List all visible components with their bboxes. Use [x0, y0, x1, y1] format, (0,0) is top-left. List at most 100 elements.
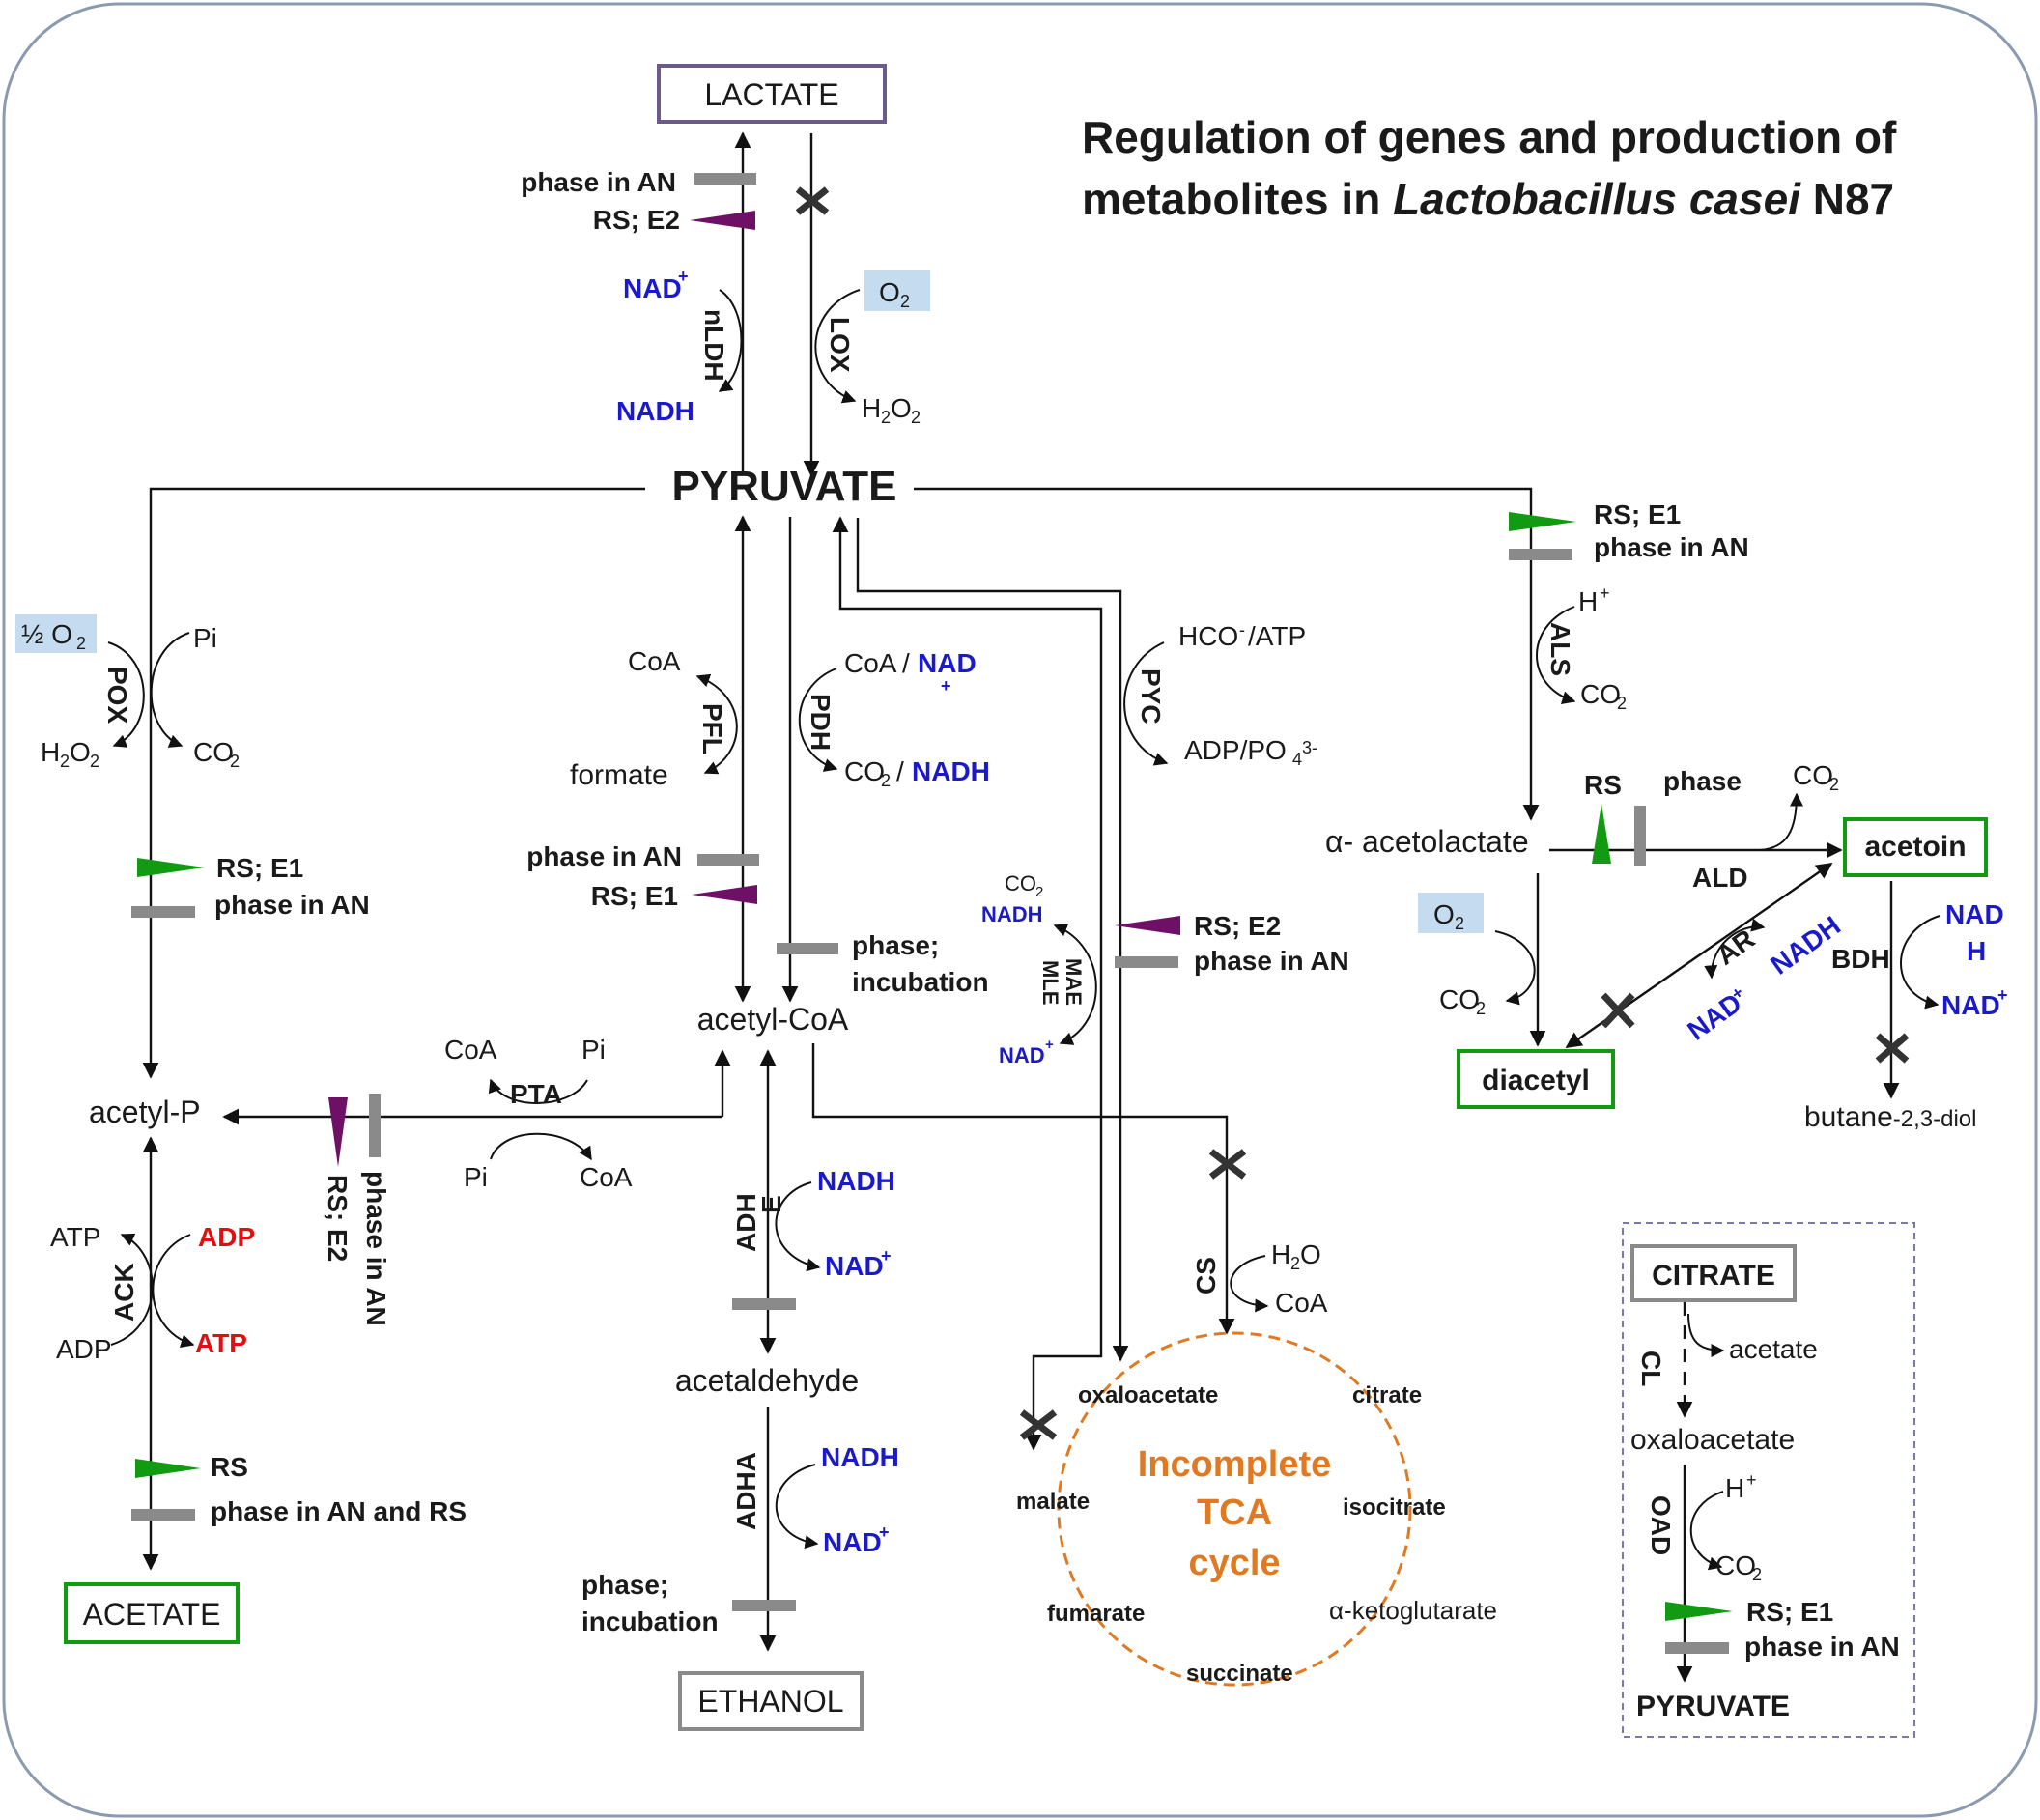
svg-text:incubation: incubation	[852, 967, 989, 997]
svg-text:CO: CO	[844, 756, 885, 786]
svg-text:H: H	[862, 393, 881, 423]
svg-text:RS; E1: RS; E1	[1746, 1597, 1833, 1627]
svg-text:O: O	[70, 737, 91, 767]
svg-text:ADP: ADP	[198, 1222, 255, 1252]
svg-text:NADH: NADH	[817, 1166, 895, 1196]
ethanol-box	[678, 1671, 864, 1731]
svg-text:CoA: CoA	[628, 646, 681, 676]
citrate-box	[1630, 1244, 1797, 1302]
svg-text:½ O: ½ O	[21, 619, 72, 649]
citrate-label: CITRATE	[1652, 1260, 1775, 1292]
svg-text:CoA: CoA	[444, 1035, 497, 1065]
svg-text:2: 2	[911, 408, 921, 427]
reg-label: phase in AN	[521, 167, 676, 197]
svg-text:CoA: CoA	[844, 648, 897, 678]
enzyme-nldh: nLDH	[699, 309, 729, 382]
svg-text:RS; E2: RS; E2	[1194, 911, 1281, 941]
svg-text:2: 2	[1829, 775, 1839, 794]
diacetyl-label: diacetyl	[1482, 1065, 1590, 1096]
enzyme-pfl: PFL	[697, 703, 727, 754]
diagram-title-line1: Regulation of genes and production of	[1082, 112, 1897, 162]
svg-text:CoA: CoA	[580, 1162, 633, 1192]
diacetyl-box	[1457, 1049, 1615, 1109]
svg-text:Incomplete: Incomplete	[1138, 1444, 1332, 1485]
o2-box	[864, 270, 930, 311]
svg-text:α-ketoglutarate: α-ketoglutarate	[1329, 1596, 1497, 1625]
cofactor-nadh: NADH	[616, 396, 694, 426]
svg-text:NADH: NADH	[912, 756, 990, 786]
ethanol-label: ETHANOL	[697, 1684, 843, 1719]
svg-text:NAD: NAD	[1945, 899, 2004, 929]
svg-text:isocitrate: isocitrate	[1343, 1494, 1446, 1521]
svg-text:H: H	[1271, 1239, 1290, 1269]
svg-text:+: +	[1746, 1470, 1757, 1490]
activation-wedge	[137, 858, 205, 877]
svg-text:H: H	[41, 737, 60, 767]
enzyme-pox: POX	[102, 667, 132, 724]
butanediol-label: butane-2,3-diol	[1804, 1101, 1976, 1133]
acetyl-p-label: acetyl-P	[89, 1095, 201, 1129]
svg-text:NAD: NAD	[999, 1043, 1045, 1067]
acetolactate-label: α- acetolactate	[1325, 824, 1529, 859]
svg-text:+: +	[678, 267, 689, 286]
svg-text:NADH: NADH	[821, 1442, 899, 1472]
svg-text:phase in AN: phase in AN	[1744, 1632, 1900, 1662]
svg-text:incubation: incubation	[581, 1607, 719, 1636]
svg-text:CO: CO	[1005, 871, 1036, 896]
acetyl-coa-label: acetyl-CoA	[697, 1002, 849, 1037]
pyruvate-label: PYRUVATE	[671, 463, 896, 510]
svg-text:CO: CO	[1439, 984, 1480, 1014]
svg-text:2: 2	[1290, 1254, 1300, 1273]
svg-text:HCO: HCO	[1178, 621, 1238, 651]
svg-text:2: 2	[900, 292, 910, 311]
formate-label: formate	[570, 759, 668, 791]
svg-text:CoA: CoA	[1275, 1288, 1328, 1318]
acetate-label: ACETATE	[83, 1597, 221, 1632]
citrate-pyruvate-label: PYRUVATE	[1636, 1691, 1790, 1722]
o2-box	[1418, 893, 1484, 933]
enzyme-oad: OAD	[1646, 1495, 1676, 1555]
svg-text:phase in AN: phase in AN	[1594, 532, 1749, 562]
lactate-box	[657, 64, 887, 124]
enzyme-lox: LOX	[825, 317, 855, 373]
repression-wedge	[690, 211, 755, 230]
enzyme-pta: PTA	[510, 1079, 562, 1109]
svg-text:2: 2	[1617, 694, 1627, 713]
svg-text:2: 2	[881, 771, 891, 790]
svg-text:ADP/PO: ADP/PO	[1184, 735, 1287, 765]
svg-text:2: 2	[230, 752, 240, 771]
svg-text:2: 2	[1476, 999, 1486, 1018]
svg-text:Pi: Pi	[581, 1035, 606, 1065]
svg-text:phase in AN: phase in AN	[214, 890, 370, 920]
svg-text:2: 2	[90, 752, 99, 771]
svg-text:4: 4	[1292, 750, 1302, 769]
acetate-box	[64, 1582, 240, 1644]
tca-cycle-ring	[1057, 1331, 1412, 1687]
svg-text:+: +	[1045, 1037, 1054, 1053]
enzyme-pdh: PDH	[806, 694, 836, 751]
svg-text:/: /	[896, 756, 904, 786]
cofactor-nad: NAD	[623, 273, 682, 303]
acetoin-box	[1843, 817, 1988, 877]
svg-text:CO: CO	[1715, 1550, 1756, 1580]
svg-text:RS; E1: RS; E1	[591, 881, 678, 911]
svg-text:CO: CO	[193, 737, 234, 767]
diagram-title-line2: metabolites in Lactobacillus casei N87	[1082, 174, 1894, 224]
svg-text:phase;: phase;	[852, 930, 939, 960]
svg-text:succinate: succinate	[1186, 1661, 1293, 1687]
svg-text:phase;: phase;	[581, 1570, 668, 1600]
svg-text:2: 2	[60, 752, 70, 771]
svg-text:RS: RS	[211, 1452, 248, 1482]
svg-text:O: O	[1300, 1239, 1321, 1269]
svg-text:NAD: NAD	[918, 648, 977, 678]
enzyme-adha: ADHA	[731, 1452, 761, 1530]
half-o2-box	[15, 614, 97, 653]
svg-text:/: /	[902, 648, 910, 678]
svg-text:phase in AN and RS: phase in AN and RS	[211, 1496, 467, 1526]
svg-text:3-: 3-	[1302, 738, 1318, 757]
svg-text:CO: CO	[1793, 760, 1833, 790]
svg-text:NAD: NAD	[1941, 990, 2000, 1020]
svg-text:ADP: ADP	[56, 1334, 112, 1364]
